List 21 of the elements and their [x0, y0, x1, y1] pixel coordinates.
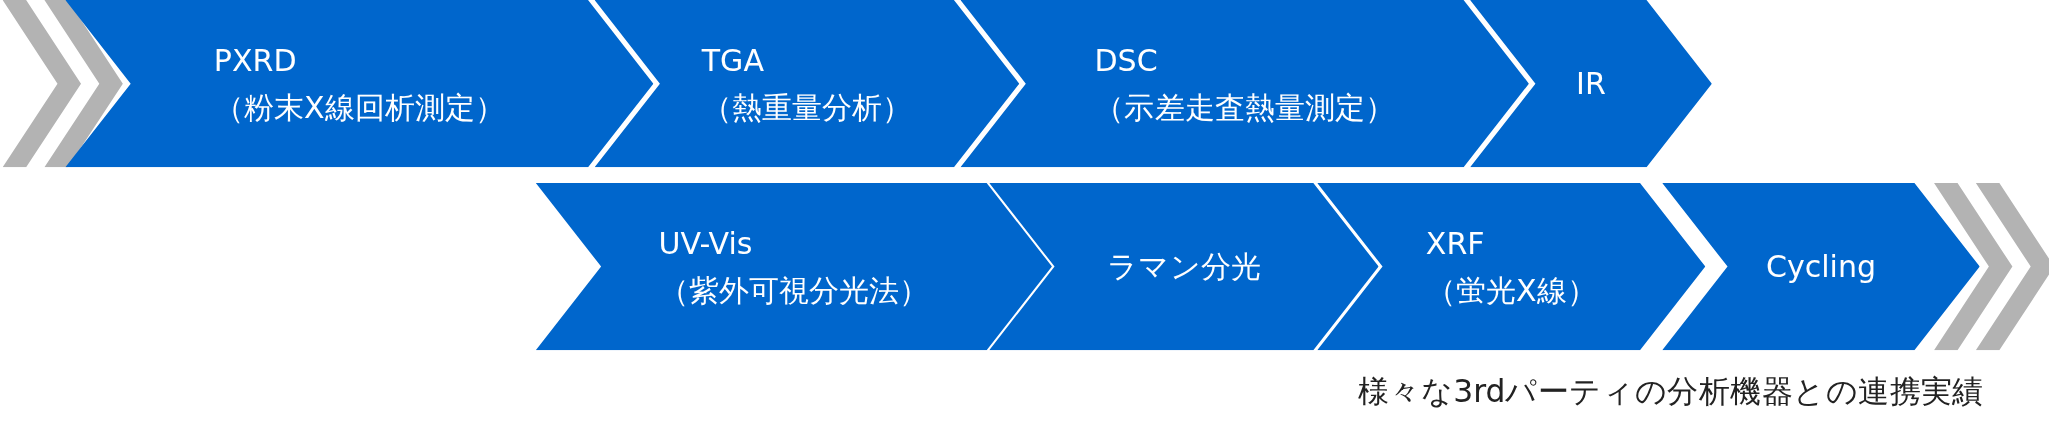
step-label: ラマン分光: [1106, 248, 1261, 286]
step-label: （蛍光X線）: [1425, 272, 1597, 310]
chevron-step: [594, 0, 1020, 168]
step-label: XRF: [1425, 225, 1486, 263]
step-label: TGA: [701, 42, 765, 80]
chevron-step: [1662, 182, 1980, 351]
chevron-step: [65, 0, 654, 168]
note-text: 様々な3rdパーティの分析機器との連携実績: [1357, 372, 1984, 413]
step-label: PXRD: [213, 42, 298, 80]
step-label: Cycling: [1765, 248, 1877, 286]
step-label: IR: [1576, 65, 1606, 103]
chevron-step: [535, 182, 1052, 351]
step-label: UV-Vis: [658, 225, 754, 263]
chevron-step: [1317, 182, 1706, 351]
step-label: （粉末X線回析測定）: [213, 89, 505, 127]
step-label: （熱重量分析）: [701, 89, 913, 127]
chevron-step: [989, 182, 1379, 351]
step-label: （示差走査熱量測定）: [1094, 89, 1395, 127]
chevron-step: [1470, 0, 1712, 168]
step-label: （紫外可視分光法）: [658, 272, 930, 310]
step-label: DSC: [1094, 42, 1159, 80]
